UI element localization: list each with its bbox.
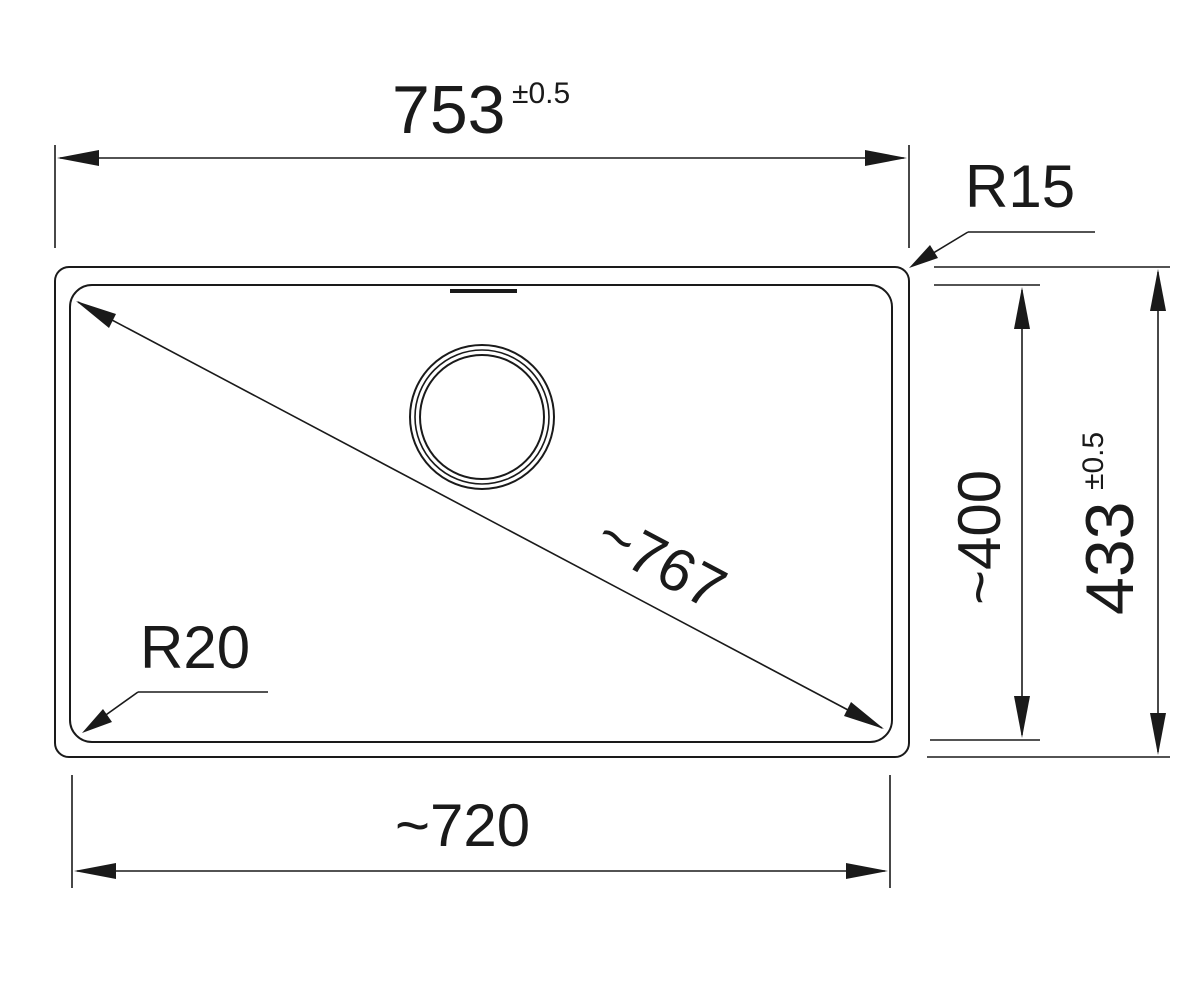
sink-outer-outline	[54, 266, 910, 758]
inner-width-label: ~720	[395, 792, 530, 859]
outer-height-tolerance: ±0.5	[1077, 432, 1110, 490]
inner-diagonal-dimension	[76, 301, 884, 729]
inner-height-dimension	[930, 284, 1040, 741]
outer-height-label: 433	[1072, 502, 1148, 615]
inner-radius-leader	[82, 691, 268, 733]
sink-inner-bowl-outline	[69, 284, 893, 743]
inner-height-label: ~400	[946, 470, 1013, 605]
drain-icon	[409, 344, 555, 490]
inner-width-dimension	[71, 775, 891, 888]
inner-radius-label: R20	[140, 614, 250, 681]
inner-diagonal-label: ~767	[586, 500, 737, 623]
outer-radius-label: R15	[965, 153, 1075, 220]
outer-width-label: 753	[392, 72, 505, 148]
outer-height-dimension	[927, 266, 1170, 758]
outer-radius-leader	[909, 231, 1095, 268]
outer-width-tolerance: ±0.5	[512, 77, 570, 110]
outer-width-dimension	[54, 145, 910, 248]
